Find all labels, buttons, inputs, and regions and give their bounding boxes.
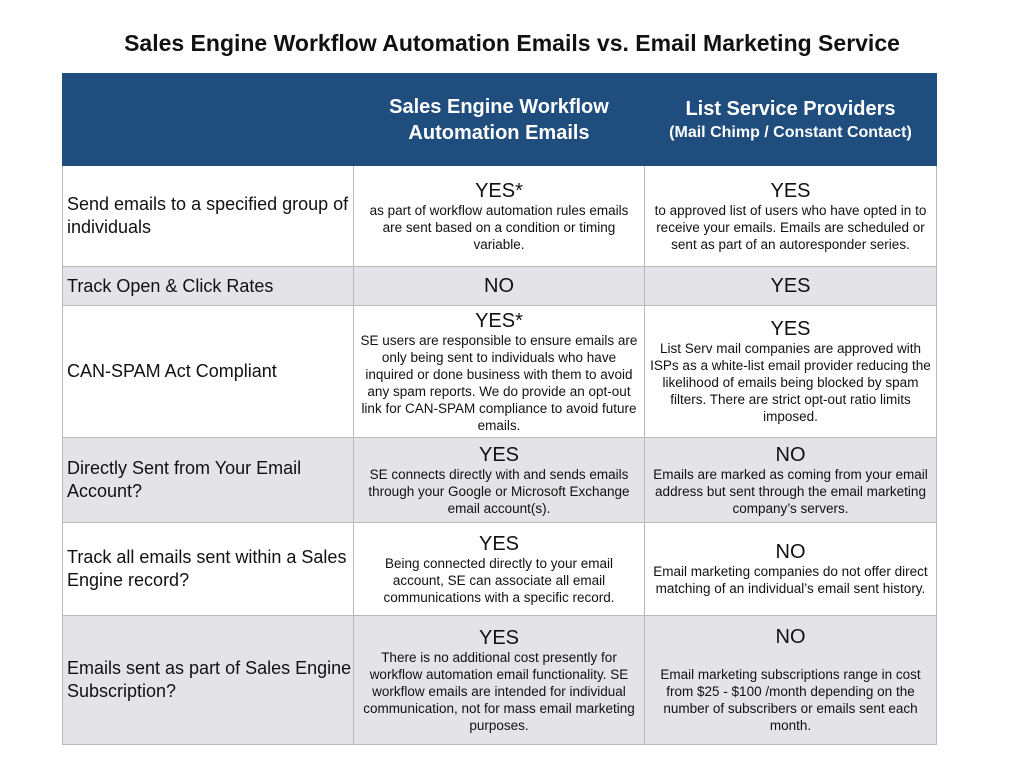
lsp-cell: YES to approved list of users who have o… (644, 165, 937, 267)
se-cell: YES* as part of workflow automation rule… (353, 165, 645, 267)
header-list-service: List Service Providers (Mail Chimp / Con… (644, 73, 937, 166)
se-description: SE connects directly with and sends emai… (368, 466, 630, 516)
lsp-cell: NO Email marketing subscriptions range i… (644, 615, 937, 745)
lsp-answer: NO (775, 626, 806, 648)
row-label: Track all emails sent within a Sales Eng… (62, 522, 354, 616)
se-answer: YES (478, 532, 520, 555)
lsp-answer: NO (775, 541, 806, 563)
lsp-answer: YES (770, 179, 811, 202)
header-lsp-line1: List Service Providers (685, 97, 896, 120)
table-row: Emails sent as part of Sales Engine Subs… (62, 615, 937, 745)
row-label: CAN-SPAM Act Compliant (62, 305, 354, 438)
header-se-line1: Sales Engine Workflow (389, 95, 609, 118)
se-cell: YES There is no additional cost presentl… (353, 615, 645, 745)
header-se-line2: Automation Emails (408, 121, 590, 144)
table-row: Directly Sent from Your Email Account? Y… (62, 437, 937, 523)
header-sales-engine: Sales Engine Workflow Automation Emails (353, 73, 645, 166)
lsp-cell: NO Email marketing companies do not offe… (644, 522, 937, 616)
se-description: as part of workflow automation rules ema… (369, 202, 629, 252)
lsp-answer: NO (775, 443, 806, 466)
lsp-cell: YES List Serv mail companies are approve… (644, 305, 937, 438)
se-description: There is no additional cost presently fo… (363, 649, 635, 733)
se-description: Being connected directly to your email a… (383, 555, 615, 605)
comparison-table: Sales Engine Workflow Automation Emails … (62, 73, 937, 745)
page-title: Sales Engine Workflow Automation Emails … (124, 30, 900, 56)
se-answer: YES* (475, 179, 523, 202)
header-empty (62, 73, 354, 166)
lsp-answer: YES (770, 275, 811, 297)
header-row: Sales Engine Workflow Automation Emails … (62, 73, 937, 166)
row-label: Track Open & Click Rates (62, 266, 354, 306)
se-description: SE users are responsible to ensure email… (360, 332, 638, 433)
se-cell: YES* SE users are responsible to ensure … (353, 305, 645, 438)
lsp-description: Email marketing subscriptions range in c… (660, 667, 921, 733)
table-row: CAN-SPAM Act Compliant YES* SE users are… (62, 305, 937, 438)
se-cell: YES SE connects directly with and sends … (353, 437, 645, 523)
se-cell: YES Being connected directly to your ema… (353, 522, 645, 616)
lsp-cell: NO Emails are marked as coming from your… (644, 437, 937, 523)
table-row: Send emails to a specified group of indi… (62, 165, 937, 267)
lsp-description: Email marketing companies do not offer d… (653, 564, 928, 596)
se-answer: NO (484, 275, 514, 297)
lsp-description: Emails are marked as coming from your em… (653, 466, 928, 516)
se-answer: YES (478, 443, 520, 466)
table-row: Track all emails sent within a Sales Eng… (62, 522, 937, 616)
table-row: Track Open & Click Rates NO YES (62, 266, 937, 306)
se-answer: YES* (475, 309, 523, 332)
lsp-description: to approved list of users who have opted… (654, 202, 927, 252)
row-label: Directly Sent from Your Email Account? (62, 437, 354, 523)
se-cell: NO (353, 266, 645, 306)
lsp-answer: YES (770, 318, 811, 340)
header-lsp-line2: (Mail Chimp / Constant Contact) (669, 123, 912, 141)
se-answer: YES (478, 626, 520, 649)
row-label: Send emails to a specified group of indi… (62, 165, 354, 267)
lsp-cell: YES (644, 266, 937, 306)
row-label: Emails sent as part of Sales Engine Subs… (62, 615, 354, 745)
lsp-description: List Serv mail companies are approved wi… (650, 341, 931, 424)
